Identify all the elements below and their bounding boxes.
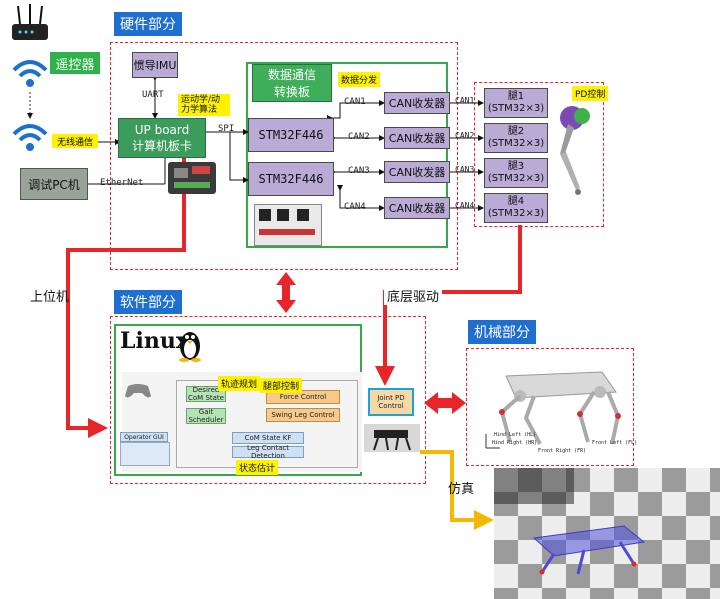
mechanical-frame bbox=[466, 348, 634, 466]
leg-2-box: 腿2 (STM32×3) bbox=[484, 123, 548, 153]
converter-board-photo bbox=[254, 204, 322, 246]
com-kf-box: CoM State KF bbox=[232, 432, 304, 444]
leg-contact-box: Leg Contact Detection bbox=[232, 444, 304, 460]
can2-right-label: CAN2 bbox=[455, 131, 475, 140]
upper-machine-label: 上位机 bbox=[30, 290, 70, 305]
leg-1-name: 腿1 bbox=[507, 91, 525, 102]
gamepad-icon bbox=[124, 382, 152, 400]
wifi-icon-top bbox=[10, 56, 50, 90]
simulation-label: 仿真 bbox=[448, 482, 475, 497]
force-control-box: Force Control bbox=[266, 390, 340, 404]
leg-1-mcu: (STM32×3) bbox=[487, 103, 545, 114]
hind-left-label: Hind Left (HL) bbox=[494, 432, 537, 438]
can1-label: CAN1 bbox=[344, 97, 366, 107]
leg-control-tag: 腿部控制 bbox=[260, 378, 303, 393]
leg-2-name: 腿2 bbox=[507, 126, 525, 137]
joint-pd-box: Joint PD Control bbox=[368, 388, 414, 416]
hardware-frame bbox=[110, 42, 458, 270]
legs-frame bbox=[474, 82, 604, 227]
mechanical-title: 机械部分 bbox=[468, 320, 536, 344]
simulation-view bbox=[494, 468, 720, 599]
can4-right-label: CAN4 bbox=[455, 201, 475, 210]
simulation-overlay bbox=[494, 468, 574, 504]
imu-box: 惯导IMU bbox=[132, 52, 178, 78]
hw-sw-double-arrow bbox=[276, 272, 296, 313]
can4-label: CAN4 bbox=[344, 202, 366, 212]
can-transceiver-1: CAN收发器 bbox=[384, 92, 450, 114]
robot-model-image bbox=[476, 362, 630, 458]
sw-mech-double-arrow bbox=[424, 392, 466, 414]
hind-right-label: Hind Right (HR) bbox=[492, 440, 538, 446]
software-title: 软件部分 bbox=[114, 290, 182, 314]
can-transceiver-4: CAN收发器 bbox=[384, 197, 450, 219]
debug-pc-box: 调试PC机 bbox=[20, 168, 88, 200]
algorithm-tag: 运动学/动 力学算法 bbox=[178, 94, 230, 116]
wifi-icon-bottom bbox=[10, 120, 50, 154]
robot-photo bbox=[364, 424, 420, 452]
remote-router-icon bbox=[8, 4, 52, 52]
can1-right-label: CAN1 bbox=[455, 96, 475, 105]
upboard-photo bbox=[168, 162, 216, 194]
operator-gui-label: Operator GUI bbox=[120, 432, 168, 442]
hardware-title: 硬件部分 bbox=[114, 12, 182, 36]
front-right-label: Front Right (FR) bbox=[538, 448, 587, 454]
tux-penguin-icon bbox=[176, 328, 204, 362]
upboard-line1: UP board bbox=[134, 122, 190, 137]
can-transceiver-2: CAN收发器 bbox=[384, 127, 450, 149]
leg-4-name: 腿4 bbox=[507, 196, 525, 207]
can3-label: CAN3 bbox=[348, 166, 370, 176]
leg-2-mcu: (STM32×3) bbox=[487, 138, 545, 149]
desired-com-box: Desired CoM State bbox=[186, 386, 226, 402]
remote-label: 遥控器 bbox=[50, 52, 100, 74]
state-estimation-tag: 状态估计 bbox=[236, 460, 279, 475]
swing-leg-box: Swing Leg Control bbox=[266, 408, 340, 422]
can-transceiver-3: CAN收发器 bbox=[384, 161, 450, 183]
pd-control-tag: PD控制 bbox=[572, 86, 609, 101]
converter-line1: 数据通信 bbox=[267, 68, 316, 82]
leg-3-mcu: (STM32×3) bbox=[487, 173, 545, 184]
uart-label: UART bbox=[142, 90, 164, 100]
leg-1-box: 腿1 (STM32×3) bbox=[484, 88, 548, 118]
converter-line2: 转换板 bbox=[273, 85, 310, 99]
distribution-tag: 数据分发 bbox=[338, 72, 381, 87]
upboard-line2: 计算机板卡 bbox=[131, 138, 192, 153]
leg-3-box: 腿3 (STM32×3) bbox=[484, 158, 548, 188]
leg-mechanism-image bbox=[554, 100, 600, 200]
leg-4-mcu: (STM32×3) bbox=[487, 208, 545, 219]
stm32-box-1: STM32F446 bbox=[248, 118, 334, 152]
leg-3-name: 腿3 bbox=[507, 161, 525, 172]
leg-4-box: 腿4 (STM32×3) bbox=[484, 193, 548, 223]
can3-right-label: CAN3 bbox=[455, 165, 475, 174]
ethernet-label: EtherNet bbox=[100, 178, 144, 188]
low-level-drive-label: 底层驱动 bbox=[384, 286, 443, 305]
converter-box: 数据通信 转换板 bbox=[252, 64, 332, 102]
algorithm-line1: 运动学/动 bbox=[181, 95, 221, 105]
gait-scheduler-box: Gait Scheduler bbox=[186, 408, 226, 424]
upboard-box: UP board 计算机板卡 bbox=[118, 118, 206, 158]
trajectory-planning-tag: 轨迹规划 bbox=[218, 376, 261, 391]
operator-gui-screenshot bbox=[120, 442, 170, 466]
stm32-box-2: STM32F446 bbox=[248, 162, 334, 196]
wireless-label: 无线通信 bbox=[52, 134, 98, 148]
can2-label: CAN2 bbox=[348, 132, 370, 142]
front-left-label: Front Left (FL) bbox=[592, 440, 638, 446]
spi-label: SPI bbox=[218, 124, 235, 134]
algorithm-line2: 力学算法 bbox=[181, 105, 218, 115]
